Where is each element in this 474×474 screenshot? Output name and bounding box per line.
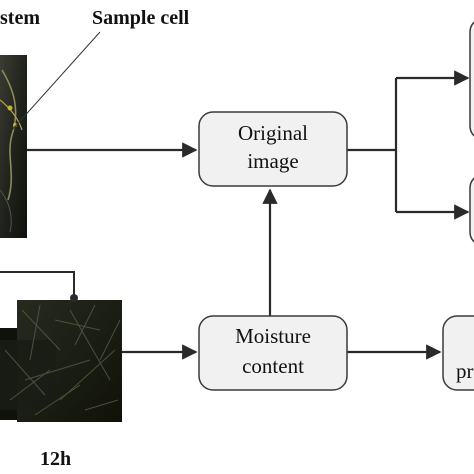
- original-image-line1: Original: [238, 121, 308, 145]
- sample-12h-photo: [0, 300, 122, 422]
- moisture-content-node: Moisture content: [198, 315, 348, 391]
- system-label-fragment: stem: [0, 7, 40, 29]
- moisture-content-line1: Moisture: [235, 324, 311, 348]
- sample-cell-label: Sample cell: [92, 7, 190, 29]
- right-upper-node: [469, 21, 474, 137]
- time-label-12h: 12h: [40, 448, 71, 470]
- original-image-line2: image: [247, 149, 298, 173]
- imaging-system-photo: [0, 55, 27, 238]
- sample-cell-pointer: [11, 31, 101, 131]
- bracket-dot: [70, 294, 78, 302]
- right-lower-node: [469, 177, 474, 243]
- right-partial-node: pr: [442, 315, 474, 391]
- photo12h-bracket-line: [0, 271, 75, 296]
- moisture-content-line2: content: [242, 354, 304, 378]
- original-image-node: Original image: [198, 111, 348, 187]
- right-partial-text: pr: [456, 359, 474, 383]
